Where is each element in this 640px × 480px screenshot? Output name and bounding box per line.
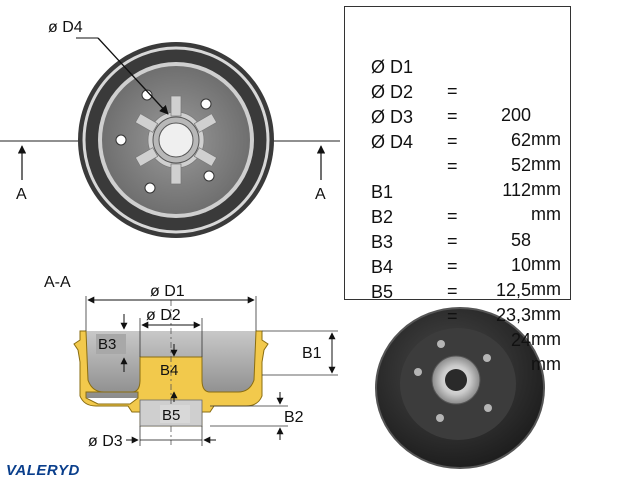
spec-value: 52 bbox=[510, 155, 531, 175]
b3-label: B3 bbox=[98, 336, 116, 353]
b4-label: B4 bbox=[160, 362, 178, 379]
spec-unit: mm bbox=[531, 354, 561, 374]
drum-ring-outer bbox=[82, 46, 270, 234]
front-view: ø D4 A A bbox=[0, 19, 340, 238]
spec-key: B1 bbox=[371, 182, 394, 202]
b5-label: B5 bbox=[162, 407, 180, 424]
d2-label: ø D2 bbox=[146, 307, 181, 324]
d1-label: ø D1 bbox=[150, 283, 185, 300]
section-mark-left: A bbox=[16, 186, 27, 203]
spec-value: 24 bbox=[510, 330, 531, 350]
spec-row: B2 = 10 mm bbox=[371, 181, 561, 299]
spec-key: Ø D4 bbox=[371, 132, 414, 152]
spec-key: B2 bbox=[371, 207, 394, 227]
section-mark-right: A bbox=[315, 186, 326, 203]
spec-unit: mm bbox=[531, 204, 561, 224]
spec-unit: mm bbox=[531, 179, 561, 199]
spec-value: 10 bbox=[510, 255, 531, 275]
spec-value: 12,5 bbox=[495, 280, 531, 300]
spec-key: B5 bbox=[371, 282, 394, 302]
section-title: A-A bbox=[44, 274, 71, 291]
spec-equals: = bbox=[447, 231, 458, 251]
spec-row: Ø D3 = 52 mm bbox=[371, 81, 561, 199]
spec-equals: = bbox=[447, 131, 458, 151]
photo-bolt-holes bbox=[414, 340, 492, 422]
spec-equals: = bbox=[447, 156, 458, 176]
spec-unit: mm bbox=[531, 304, 561, 324]
spec-row: B4 = 23,3 mm bbox=[371, 231, 561, 349]
spec-unit: mm bbox=[531, 329, 561, 349]
spec-key: Ø D1 bbox=[371, 57, 414, 77]
spec-row: B1 = 58 mm bbox=[371, 156, 561, 274]
spec-value: 112 bbox=[502, 180, 531, 200]
spec-row: Ø D4 = 112 mm bbox=[371, 106, 561, 224]
specification-table: Ø D1 = 200 mm Ø D2 = 62 mm Ø D3 = 52 mm … bbox=[344, 6, 571, 374]
spec-equals: = bbox=[447, 206, 458, 226]
spec-value: 23,3 bbox=[495, 305, 531, 325]
b1-label: B1 bbox=[302, 345, 322, 362]
section-profile bbox=[73, 330, 269, 427]
d3-label: ø D3 bbox=[88, 433, 123, 450]
spec-value: 58 bbox=[510, 230, 531, 250]
spec-equals: = bbox=[447, 256, 458, 276]
spec-unit: mm bbox=[531, 279, 561, 299]
section-interior bbox=[86, 331, 256, 398]
spec-equals: = bbox=[447, 81, 458, 101]
d4-label: ø D4 bbox=[48, 19, 83, 36]
spec-value: 62 bbox=[510, 130, 531, 150]
bolt-holes bbox=[115, 89, 215, 194]
spec-equals: = bbox=[447, 281, 458, 301]
spec-row: B3 = 12,5 mm bbox=[371, 206, 561, 324]
spec-unit: mm bbox=[531, 129, 561, 149]
d4-leader bbox=[97, 37, 169, 115]
spec-key: Ø D3 bbox=[371, 107, 414, 127]
spec-equals: = bbox=[447, 106, 458, 126]
hub-bore bbox=[158, 122, 194, 158]
brand-logo: VALERYD bbox=[6, 462, 80, 479]
product-photo bbox=[375, 307, 545, 469]
spec-row: Ø D2 = 62 mm bbox=[371, 56, 561, 174]
spec-row: B5 = 24 mm bbox=[371, 256, 561, 374]
spec-unit: mm bbox=[531, 154, 561, 174]
spec-key: Ø D2 bbox=[371, 82, 414, 102]
spec-value: 200 bbox=[500, 105, 531, 125]
spec-key: B3 bbox=[371, 232, 394, 252]
spec-row: Ø D1 = 200 mm bbox=[371, 31, 561, 149]
spec-equals: = bbox=[447, 306, 458, 326]
spec-unit: mm bbox=[531, 254, 561, 274]
b2-label: B2 bbox=[284, 409, 304, 426]
spec-key: B4 bbox=[371, 257, 394, 277]
section-view: A-A ø D1 ø D2 B3 B4 B5 B1 bbox=[44, 274, 338, 450]
